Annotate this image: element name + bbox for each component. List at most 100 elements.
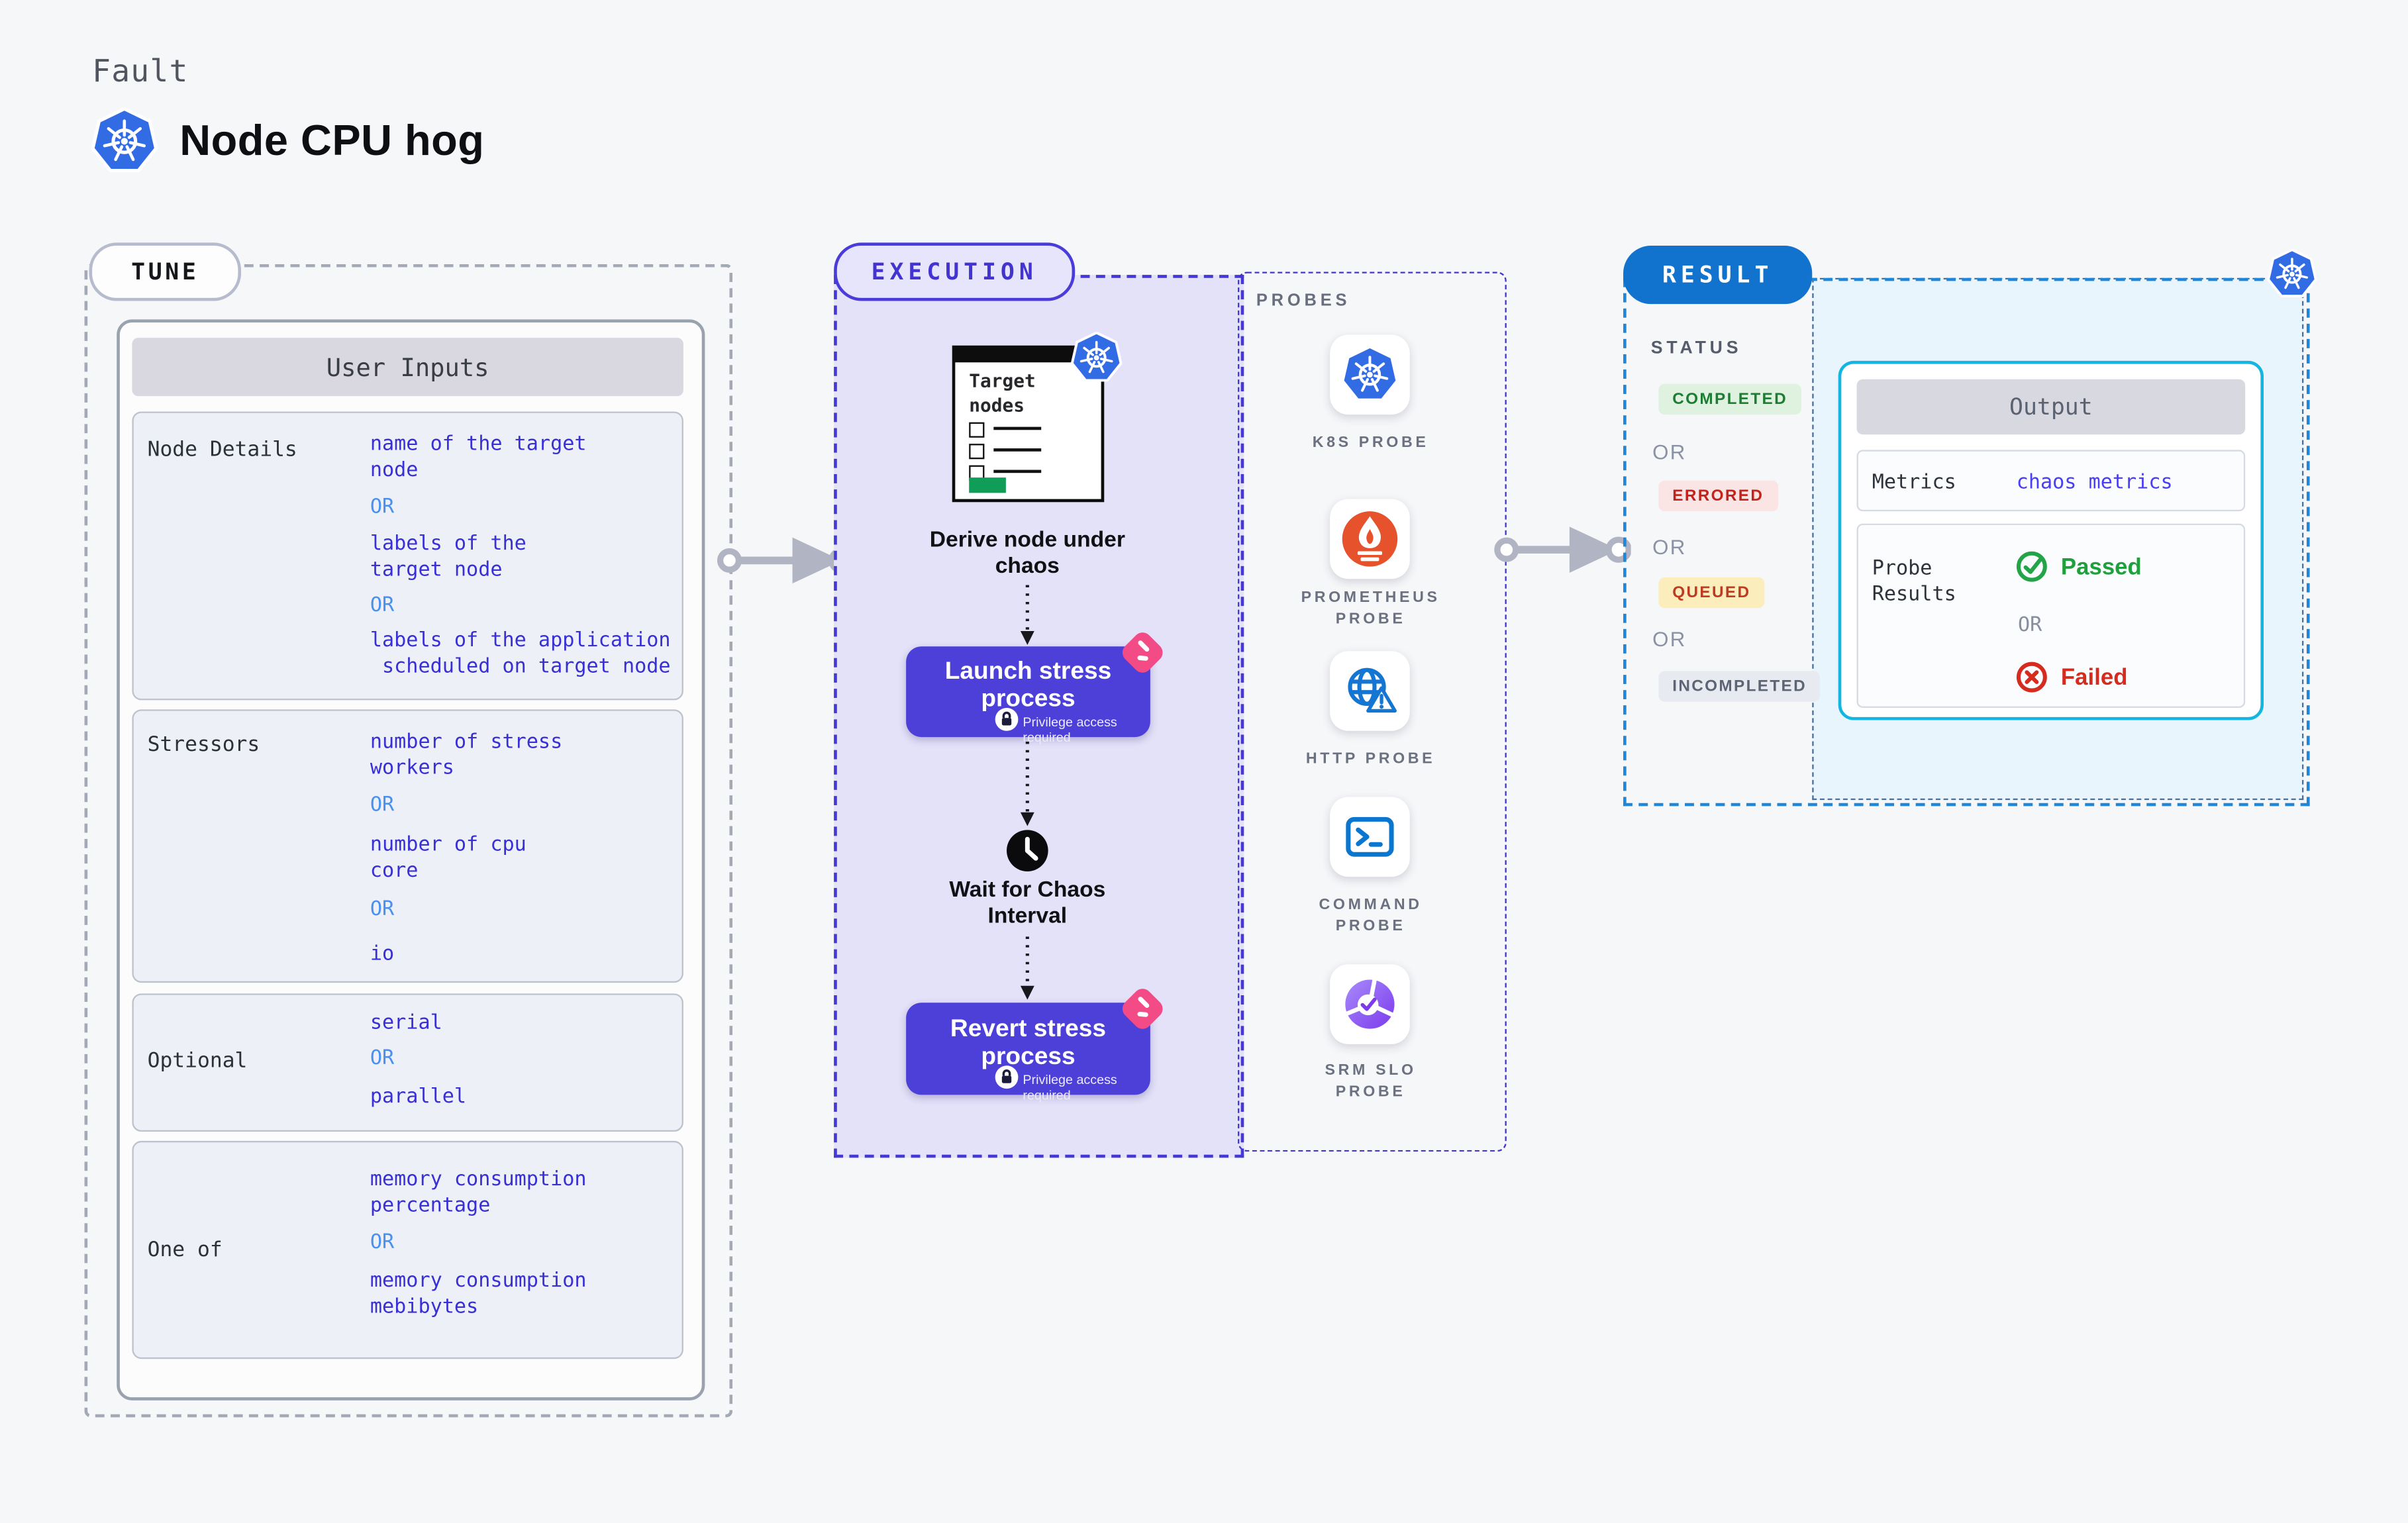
step-derive-node: Derive node under chaos bbox=[874, 528, 1181, 581]
status-badge-completed: COMPLETED bbox=[1658, 383, 1801, 415]
dotted-connector bbox=[1020, 742, 1034, 826]
step-line: Interval bbox=[987, 904, 1068, 929]
probe-label: PROMETHEUS bbox=[1301, 589, 1440, 607]
fault-eyebrow: Fault bbox=[92, 52, 189, 89]
probe-results-label: Probe bbox=[1872, 557, 1932, 581]
probe-label: COMMAND bbox=[1319, 897, 1423, 914]
privilege-note: Privilege access required bbox=[1023, 714, 1117, 745]
status-badge-incompleted: INCOMPLETED bbox=[1658, 671, 1821, 702]
row-label: One of bbox=[147, 1238, 223, 1263]
globe-warning-icon bbox=[1340, 662, 1399, 720]
row-value: number of cpu bbox=[370, 834, 527, 857]
prometheus-probe-card bbox=[1330, 499, 1410, 579]
status-badge-queued: QUEUED bbox=[1658, 577, 1765, 609]
row-value: target node bbox=[370, 559, 503, 582]
clock-icon bbox=[1007, 830, 1048, 871]
metrics-value: chaos metrics bbox=[2016, 471, 2173, 495]
slo-check-icon bbox=[1339, 973, 1401, 1035]
row-value: name of the target bbox=[370, 432, 587, 456]
user-inputs-title: User Inputs bbox=[132, 338, 683, 397]
step-line: Derive node under bbox=[929, 528, 1125, 553]
http-probe-card bbox=[1330, 651, 1410, 731]
or-label: OR bbox=[1652, 536, 1687, 560]
list-line bbox=[993, 469, 1042, 473]
srm-slo-probe-card bbox=[1330, 964, 1410, 1044]
execution-badge: EXECUTION bbox=[834, 242, 1076, 301]
button-label: process bbox=[981, 1044, 1076, 1071]
probe-results-label: Results bbox=[1872, 583, 1956, 607]
row-value: memory consumption bbox=[370, 1168, 587, 1192]
terminal-icon bbox=[1340, 808, 1399, 866]
or-label: OR bbox=[370, 594, 395, 618]
check-circle-icon bbox=[2016, 551, 2047, 582]
dotted-connector bbox=[1020, 585, 1034, 645]
probe-label: K8S PROBE bbox=[1312, 434, 1429, 452]
checkbox-icon bbox=[969, 444, 985, 460]
dotted-connector bbox=[1020, 936, 1034, 1000]
or-label: OR bbox=[1652, 628, 1687, 652]
row-value: parallel bbox=[370, 1085, 467, 1109]
command-probe-card bbox=[1330, 797, 1410, 877]
or-label: OR bbox=[370, 1231, 395, 1255]
or-label: OR bbox=[370, 1047, 395, 1071]
row-value: labels of the application bbox=[370, 629, 671, 653]
step-line: chaos bbox=[995, 554, 1060, 579]
lock-icon bbox=[995, 708, 1019, 731]
list-line bbox=[993, 448, 1042, 452]
row-one-of: One of memory consumption percentage OR … bbox=[132, 1140, 683, 1359]
row-value: workers bbox=[370, 757, 454, 780]
row-value: memory consumption bbox=[370, 1269, 587, 1293]
or-label: OR bbox=[370, 793, 395, 817]
row-value: scheduled on target node bbox=[370, 656, 671, 679]
status-title: STATUS bbox=[1650, 339, 1742, 358]
failed-label: Failed bbox=[2060, 665, 2128, 691]
window-title-line: Target bbox=[969, 369, 1036, 392]
launch-stress-process-node: Launch stress process Privilege access r… bbox=[906, 628, 1167, 745]
arrow-probes-to-result bbox=[1494, 526, 1631, 573]
k8s-probe-card bbox=[1330, 334, 1410, 415]
metrics-label: Metrics bbox=[1872, 471, 1956, 495]
kubernetes-icon bbox=[1340, 346, 1399, 404]
row-value: number of stress bbox=[370, 730, 563, 754]
list-line bbox=[993, 426, 1042, 430]
step-line: Wait for Chaos bbox=[949, 878, 1106, 903]
or-label: OR bbox=[370, 898, 395, 922]
or-label: OR bbox=[1652, 440, 1687, 464]
progress-bar bbox=[969, 477, 1006, 493]
or-label: OR bbox=[370, 495, 395, 519]
prometheus-icon bbox=[1339, 509, 1401, 570]
row-label: Optional bbox=[147, 1048, 248, 1073]
button-label: Launch stress bbox=[944, 658, 1112, 685]
kubernetes-icon bbox=[91, 107, 158, 175]
button-label: Revert stress bbox=[950, 1016, 1107, 1043]
or-label: OR bbox=[2018, 614, 2042, 638]
row-value: core bbox=[370, 860, 419, 883]
probes-title: PROBES bbox=[1256, 291, 1351, 311]
kubernetes-icon bbox=[2267, 249, 2318, 300]
row-node-details: Node Details name of the target node OR … bbox=[132, 411, 683, 701]
passed-label: Passed bbox=[2060, 554, 2142, 581]
metrics-row: Metrics chaos metrics bbox=[1856, 450, 2246, 512]
row-label: Stressors bbox=[147, 732, 260, 758]
row-value: node bbox=[370, 459, 419, 483]
revert-stress-process-node: Revert stress process Privilege access r… bbox=[906, 985, 1167, 1103]
row-value: percentage bbox=[370, 1195, 491, 1218]
probe-label: PROBE bbox=[1335, 611, 1406, 628]
probe-label: PROBE bbox=[1335, 918, 1406, 936]
window-title-bar bbox=[954, 347, 1103, 363]
output-panel: Output Metrics chaos metrics Probe Resul… bbox=[1838, 360, 2264, 720]
row-value: serial bbox=[370, 1012, 442, 1035]
privilege-note: Privilege access required bbox=[1023, 1071, 1117, 1103]
probe-label: SRM SLO bbox=[1325, 1062, 1417, 1080]
row-value: io bbox=[370, 942, 395, 966]
lock-icon bbox=[995, 1065, 1019, 1089]
x-circle-icon bbox=[2016, 662, 2047, 693]
step-wait-interval: Wait for Chaos Interval bbox=[874, 878, 1181, 930]
output-title: Output bbox=[1856, 379, 2246, 435]
result-badge: RESULT bbox=[1623, 246, 1813, 305]
button-label: process bbox=[981, 686, 1076, 712]
checkbox-icon bbox=[969, 422, 985, 438]
probe-label: PROBE bbox=[1335, 1084, 1406, 1101]
tune-badge: TUNE bbox=[89, 242, 242, 301]
